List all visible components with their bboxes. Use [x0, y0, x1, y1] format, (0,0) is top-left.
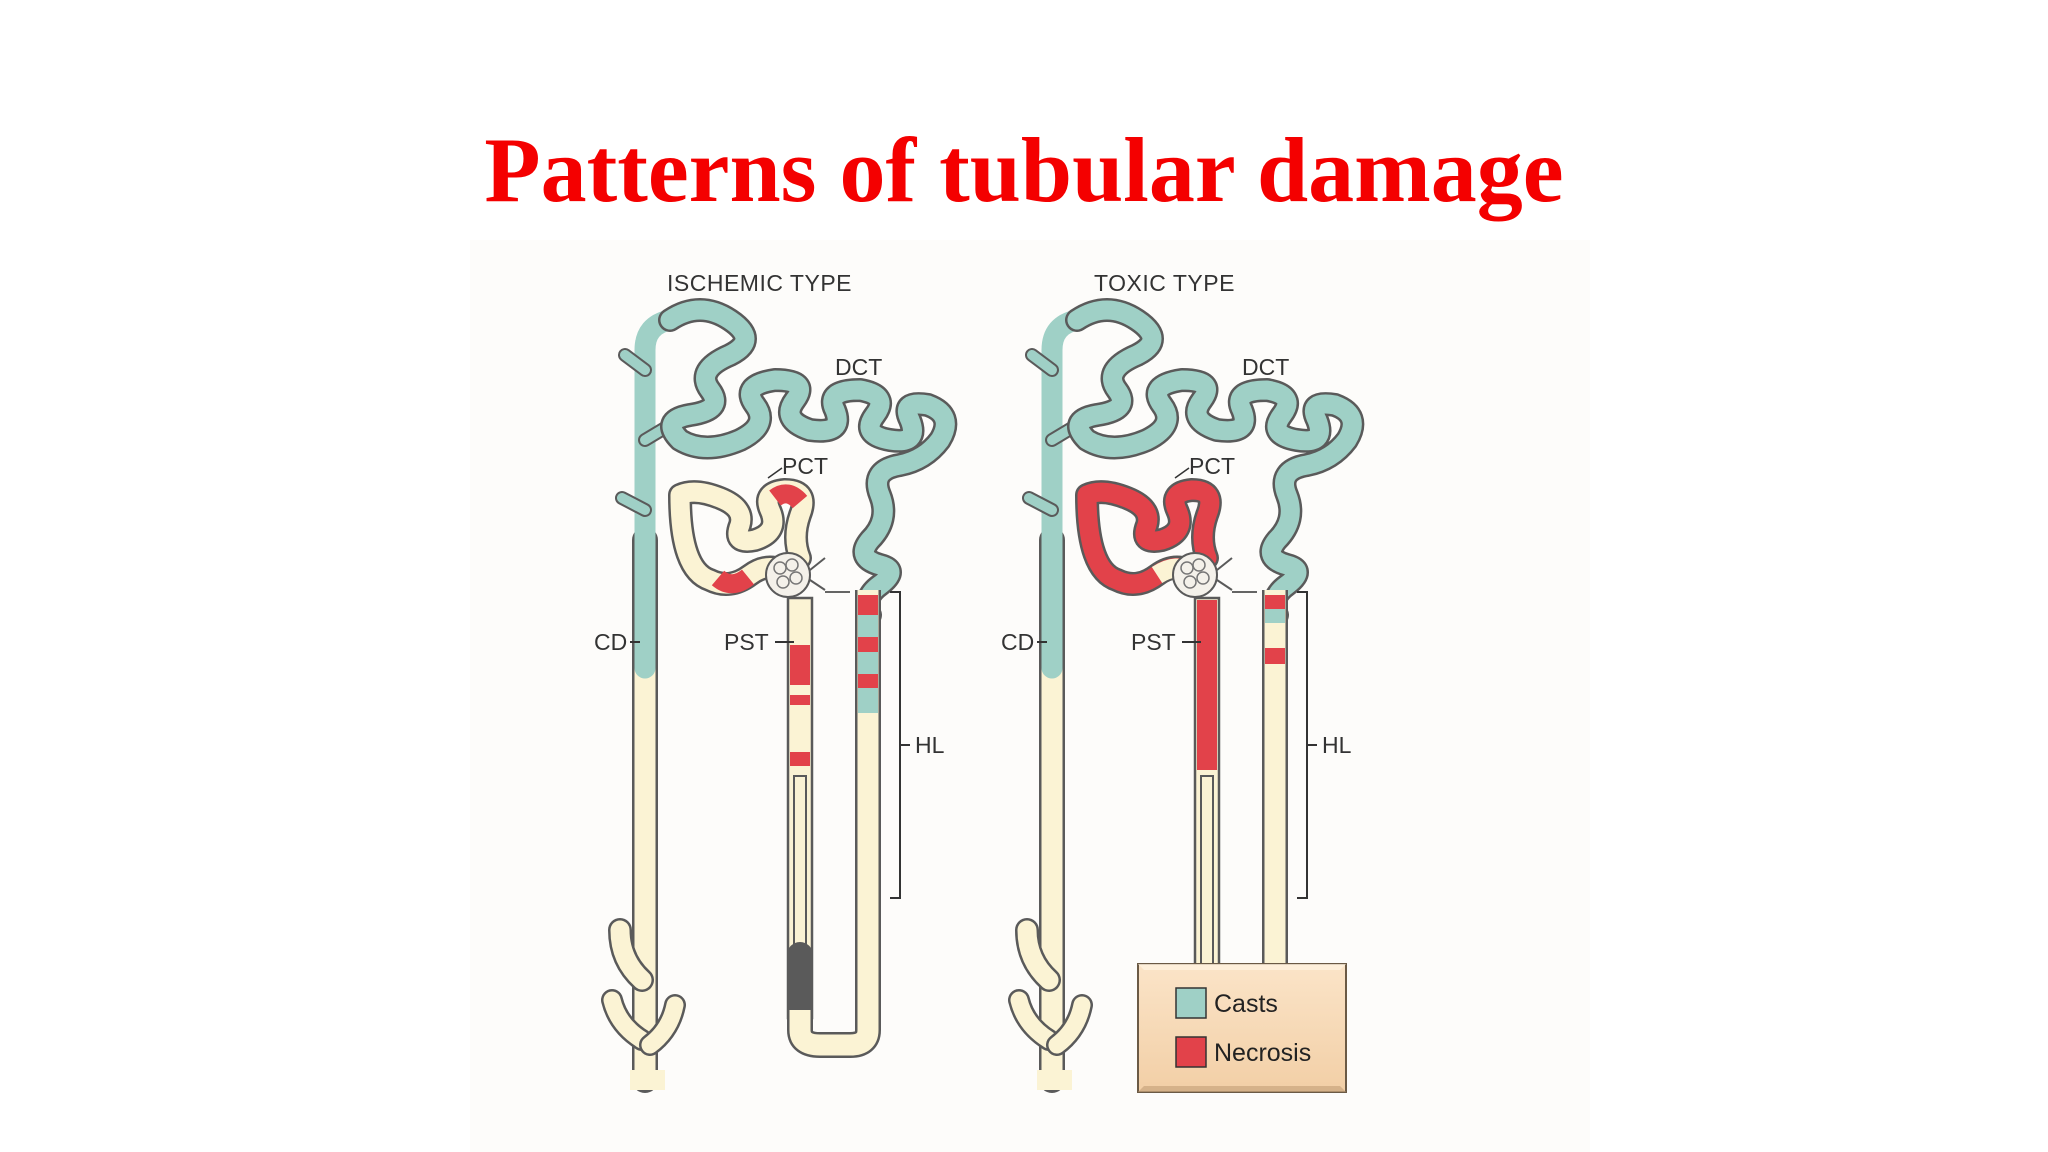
tubular-damage-figure: ISCHEMIC TYPE: [470, 240, 1590, 1152]
toxic-label-dct: DCT: [1242, 354, 1289, 380]
toxic-label-pst: PST: [1131, 629, 1176, 655]
ischemic-label-pct: PCT: [782, 453, 828, 479]
toxic-label-hl: HL: [1322, 732, 1352, 758]
ischemic-dct: [658, 298, 958, 627]
legend-label-necrosis: Necrosis: [1214, 1039, 1311, 1067]
legend-swatch-necrosis: [1175, 1036, 1207, 1068]
legend-swatch-casts: [1175, 987, 1207, 1019]
ischemic-label-dct: DCT: [835, 354, 882, 380]
toxic-label-cd: CD: [1001, 629, 1034, 655]
toxic-heading: TOXIC TYPE: [1094, 270, 1235, 296]
toxic-label-pct: PCT: [1189, 453, 1235, 479]
ischemic-heading: ISCHEMIC TYPE: [667, 270, 852, 296]
legend-item-necrosis: Necrosis: [1175, 1036, 1311, 1068]
ischemic-collecting-duct: [601, 309, 686, 1093]
ischemic-panel: ISCHEMIC TYPE: [594, 270, 958, 1093]
ischemic-label-hl: HL: [915, 732, 945, 758]
slide-title: Patterns of tubular damage: [484, 119, 1564, 221]
toxic-hl-bracket: [1297, 591, 1308, 899]
toxic-glomerulus: [1172, 552, 1233, 598]
ischemic-label-pst: PST: [724, 629, 769, 655]
toxic-descending-limb: [1193, 596, 1221, 1020]
toxic-dct: [1065, 298, 1365, 627]
legend-label-casts: Casts: [1214, 990, 1278, 1018]
legend-item-casts: Casts: [1175, 987, 1278, 1019]
ischemic-glomerulus: [765, 552, 826, 598]
legend: Casts Necrosis: [1137, 963, 1347, 1093]
ischemic-ascending-limb: [787, 590, 881, 1058]
toxic-panel: TOXIC TYPE: [1001, 270, 1365, 1093]
ischemic-hl-bracket: [890, 591, 901, 899]
ischemic-label-cd: CD: [594, 629, 627, 655]
ischemic-pct: [668, 478, 815, 596]
